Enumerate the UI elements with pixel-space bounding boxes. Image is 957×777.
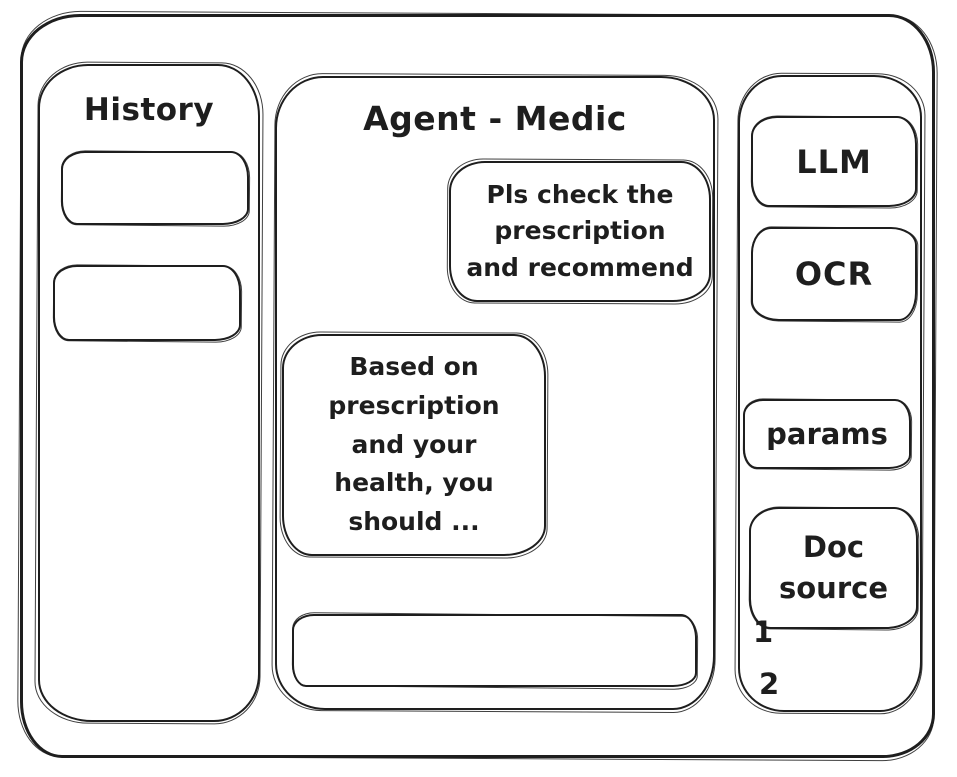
history-item-1[interactable] bbox=[61, 151, 249, 225]
ocr-button[interactable]: OCR bbox=[751, 227, 917, 321]
params-button[interactable]: params bbox=[743, 399, 911, 469]
history-item-2[interactable] bbox=[53, 265, 241, 341]
message-input[interactable] bbox=[306, 620, 683, 681]
message-input-box bbox=[292, 614, 697, 687]
doc-source-button[interactable]: Doc source bbox=[749, 507, 918, 629]
doc-source-item-2[interactable]: 2 bbox=[759, 667, 780, 701]
history-sidebar: History bbox=[38, 64, 260, 722]
tools-sidebar: LLM OCR params Doc source 1 2 bbox=[738, 75, 922, 712]
chat-panel: Agent - Medic Pls check the prescription… bbox=[275, 76, 715, 710]
doc-source-item-1[interactable]: 1 bbox=[753, 615, 774, 649]
user-message-bubble: Pls check the prescription and recommend bbox=[449, 161, 711, 302]
history-title: History bbox=[83, 92, 215, 128]
llm-button[interactable]: LLM bbox=[751, 116, 917, 207]
chat-title: Agent - Medic bbox=[363, 99, 627, 138]
app-window-frame: History Agent - Medic Pls check the pres… bbox=[20, 14, 935, 758]
agent-message-bubble: Based on prescription and your health, y… bbox=[282, 334, 546, 556]
